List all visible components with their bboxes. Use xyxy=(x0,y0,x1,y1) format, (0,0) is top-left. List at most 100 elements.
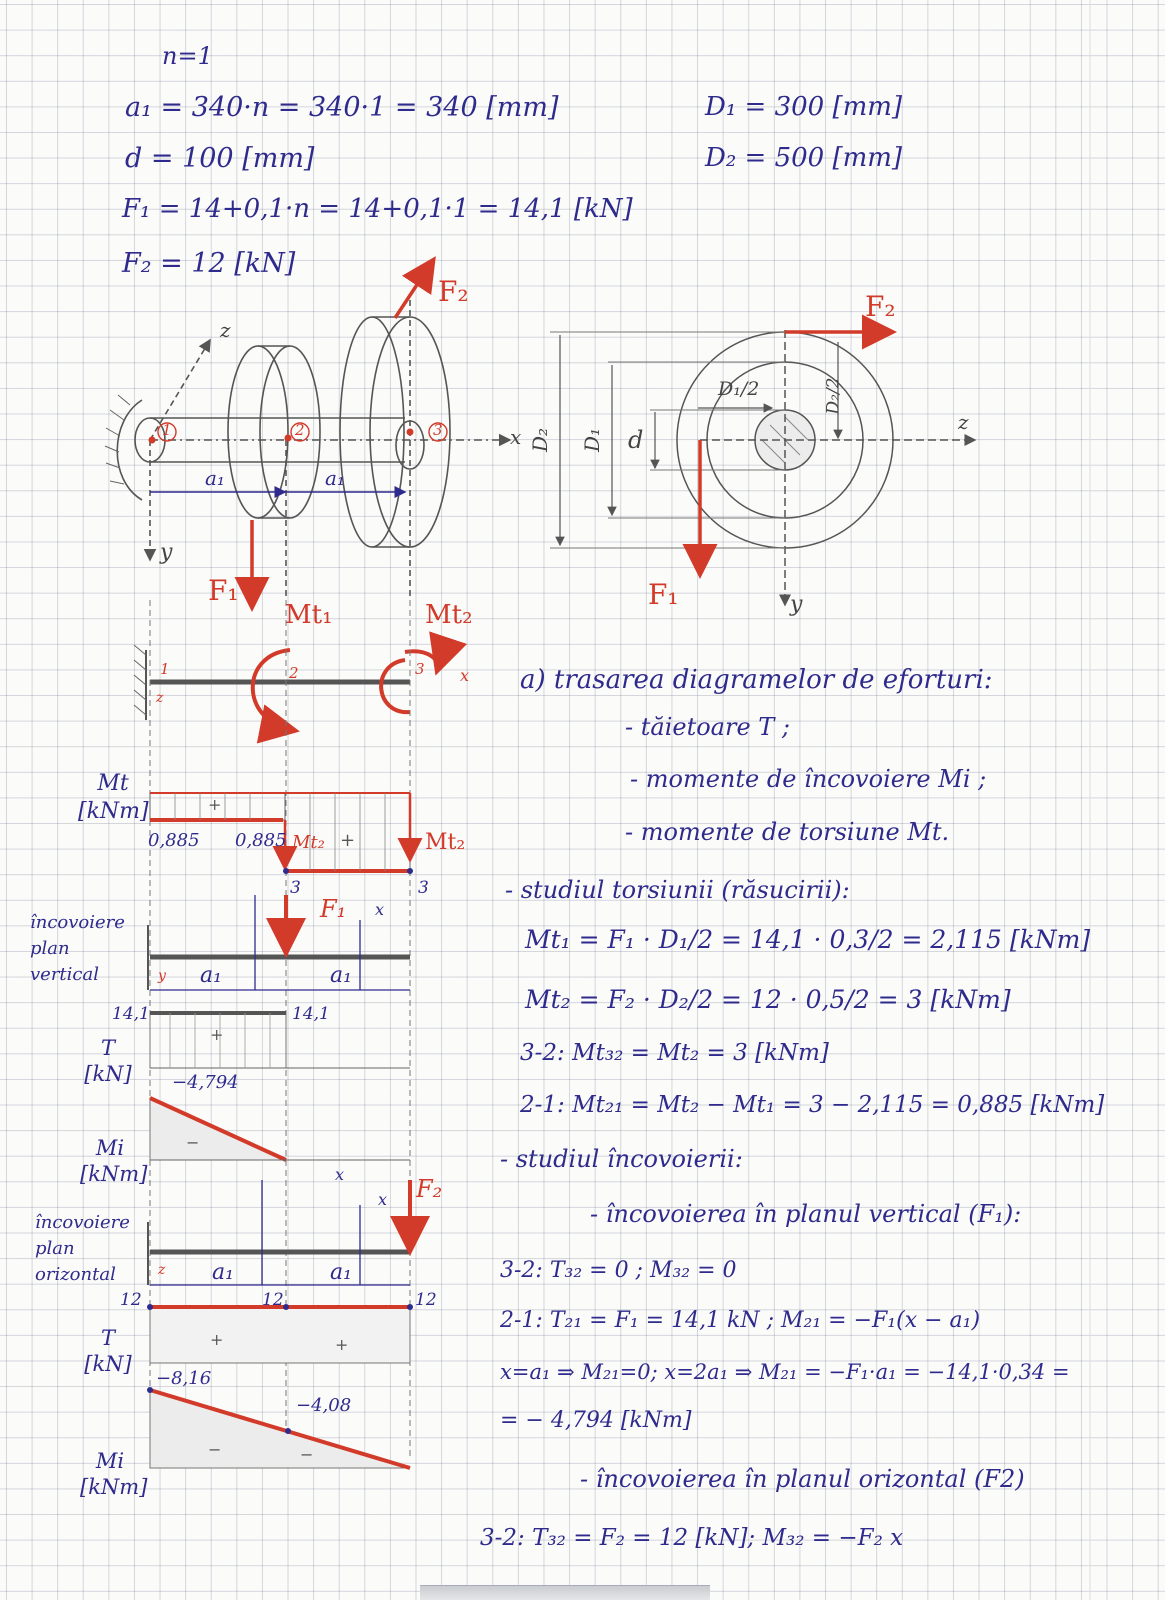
vertical-T-axis: T [kN] xyxy=(84,1036,132,1086)
mt-label-right: Mt₂ xyxy=(425,830,466,855)
label-z-torque: z xyxy=(156,690,164,706)
label-D2-side: D₂ xyxy=(528,427,553,453)
label-Mt2: Mt₂ xyxy=(425,600,473,630)
label-F1-side: F₁ xyxy=(648,578,679,611)
horizontal-T-diagram xyxy=(147,1304,413,1364)
given-D1: D₁ = 300 [mm] xyxy=(705,92,903,122)
solution-item-T: - tăietoare T ; xyxy=(625,713,790,741)
disk-side-view xyxy=(550,330,977,607)
solution-torsion: - studiul torsiunii (răsucirii): xyxy=(505,876,850,904)
horizontal-Mi-left: −8,16 xyxy=(156,1368,212,1389)
forces-3d xyxy=(234,256,436,612)
horizontal-F2-label: F₂ xyxy=(416,1175,443,1203)
label-z-3d: z xyxy=(220,318,231,342)
solution-a-title: a) trasarea diagramelor de eforturi: xyxy=(520,665,993,695)
mt-axis-label: Mt [kNm] xyxy=(78,771,149,824)
point-circles-3d xyxy=(157,422,448,442)
points-3d xyxy=(148,428,414,444)
label-x-3d: x xyxy=(510,425,522,449)
vertical-T-plus: + xyxy=(210,1025,224,1044)
vertical-a1-left: a₁ xyxy=(200,963,222,988)
given-a1: a₁ = 340·n = 340·1 = 340 [mm] xyxy=(125,92,559,123)
vertical-x-label: x xyxy=(375,900,385,919)
vertical-Mi-val: −4,794 xyxy=(172,1072,239,1093)
given-F2: F₂ = 12 [kN] xyxy=(122,248,296,279)
given-D2: D₂ = 500 [mm] xyxy=(705,143,903,173)
horizontal-Mi-minus-1: − xyxy=(208,1440,222,1459)
mt-val-mid: 0,885 xyxy=(235,830,287,851)
label-F2-3d: F₂ xyxy=(438,275,469,308)
shaft-3d-sketch xyxy=(104,300,512,600)
vertical-Mi-diagram xyxy=(149,1096,410,1162)
vertical-T-left: 14,1 xyxy=(112,1004,150,1024)
solution-v21b: x=a₁ ⇒ M₂₁=0; x=2a₁ ⇒ M₂₁ = −F₁·a₁ = −14… xyxy=(500,1360,1070,1384)
vertical-T-diagram xyxy=(149,1011,410,1069)
label-y-side: y xyxy=(790,592,803,617)
horizontal-Mi-diagram xyxy=(147,1387,411,1470)
scanner-strip xyxy=(420,1585,710,1600)
solution-v32: 3-2: T₃₂ = 0 ; M₃₂ = 0 xyxy=(500,1258,737,1283)
vertical-a1-right: a₁ xyxy=(330,963,352,988)
horizontal-Mi-minus-2: − xyxy=(300,1445,314,1464)
label-p2-3d: 2 xyxy=(295,421,305,439)
horizontal-T-axis: T [kN] xyxy=(84,1326,132,1376)
horizontal-beam xyxy=(147,1180,430,1286)
forces-side xyxy=(682,314,897,579)
label-p3-torque: 3 xyxy=(415,660,425,678)
solution-item-Mi: - momente de încovoiere Mi ; xyxy=(630,765,987,793)
vertical-beam xyxy=(147,895,410,991)
label-a1-3d-right: a₁ xyxy=(325,466,345,490)
label-p3-3d: 3 xyxy=(433,421,443,439)
given-d: d = 100 [mm] xyxy=(125,143,315,174)
vertical-z-label: y xyxy=(158,968,166,984)
solution-hplane: - încovoierea în planul orizontal (F2) xyxy=(580,1465,1025,1493)
solution-mt21: 2-1: Mt₂₁ = Mt₂ − Mt₁ = 3 − 2,115 = 0,88… xyxy=(520,1092,1105,1118)
label-y-3d: y xyxy=(160,540,173,565)
side-dimensions xyxy=(555,335,843,547)
solution-mt32: 3-2: Mt₃₂ = Mt₂ = 3 [kNm] xyxy=(520,1040,829,1066)
vertical-plane-label: încovoiere plan vertical xyxy=(30,912,125,985)
label-x-torque: x xyxy=(460,666,470,685)
label-p2-torque: 2 xyxy=(289,664,299,682)
horizontal-T-left: 12 xyxy=(120,1290,142,1310)
horizontal-a1-left: a₁ xyxy=(212,1260,234,1285)
label-F1-3d: F₁ xyxy=(208,574,239,607)
label-D2-half: D₂/2 xyxy=(823,377,844,415)
solution-h32: 3-2: T₃₂ = F₂ = 12 [kN]; M₃₂ = −F₂ x xyxy=(480,1525,904,1551)
solution-vplane: - încovoierea în planul vertical (F₁): xyxy=(590,1200,1022,1228)
solution-v21c: = − 4,794 [kNm] xyxy=(500,1408,692,1433)
given-n: n=1 xyxy=(162,42,213,70)
label-z-side: z xyxy=(958,410,969,434)
mt-sec3-right: 3 xyxy=(418,878,429,898)
horizontal-plane-label: încovoiere plan orizontal xyxy=(35,1212,130,1285)
solution-mt2: Mt₂ = F₂ · D₂/2 = 12 · 0,5/2 = 3 [kNm] xyxy=(525,985,1011,1014)
mt-sec3-left: 3 xyxy=(290,878,301,898)
horizontal-T-plus-1: + xyxy=(210,1330,224,1349)
horizontal-T-plus-2: + xyxy=(335,1335,349,1354)
horizontal-Mi-mid: −4,08 xyxy=(296,1395,352,1416)
label-D1-half: D₁/2 xyxy=(718,378,760,400)
horizontal-T-right: 12 xyxy=(415,1290,437,1310)
mt-val-left: 0,885 xyxy=(148,830,200,851)
mt-plus-1: + xyxy=(208,795,222,814)
mt-plus-2: + xyxy=(340,830,356,851)
vertical-F1-label: F₁ xyxy=(320,895,347,923)
label-p1-torque: 1 xyxy=(160,660,170,678)
horizontal-z-label: z xyxy=(158,1262,166,1278)
vertical-Mi-axis: Mi [kNm] xyxy=(80,1136,148,1186)
horizontal-T-mid: 12 xyxy=(262,1290,284,1310)
label-Mt1: Mt₁ xyxy=(285,600,333,630)
solution-item-Mt: - momente de torsiune Mt. xyxy=(625,818,950,846)
label-D1-side: D₁ xyxy=(580,427,605,453)
label-a1-3d-left: a₁ xyxy=(205,466,225,490)
solution-bending: - studiul încovoierii: xyxy=(500,1145,743,1173)
label-d-side: d xyxy=(628,426,644,454)
vertical-T-right: 14,1 xyxy=(292,1004,330,1024)
label-p1-3d: 1 xyxy=(162,421,172,439)
label-F2-side: F₂ xyxy=(865,290,896,323)
solution-v21: 2-1: T₂₁ = F₁ = 14,1 kN ; M₂₁ = −F₁(x − … xyxy=(500,1308,981,1333)
horizontal-a1-right: a₁ xyxy=(330,1260,352,1285)
mt-label-mid: Mt₂ xyxy=(292,832,325,853)
